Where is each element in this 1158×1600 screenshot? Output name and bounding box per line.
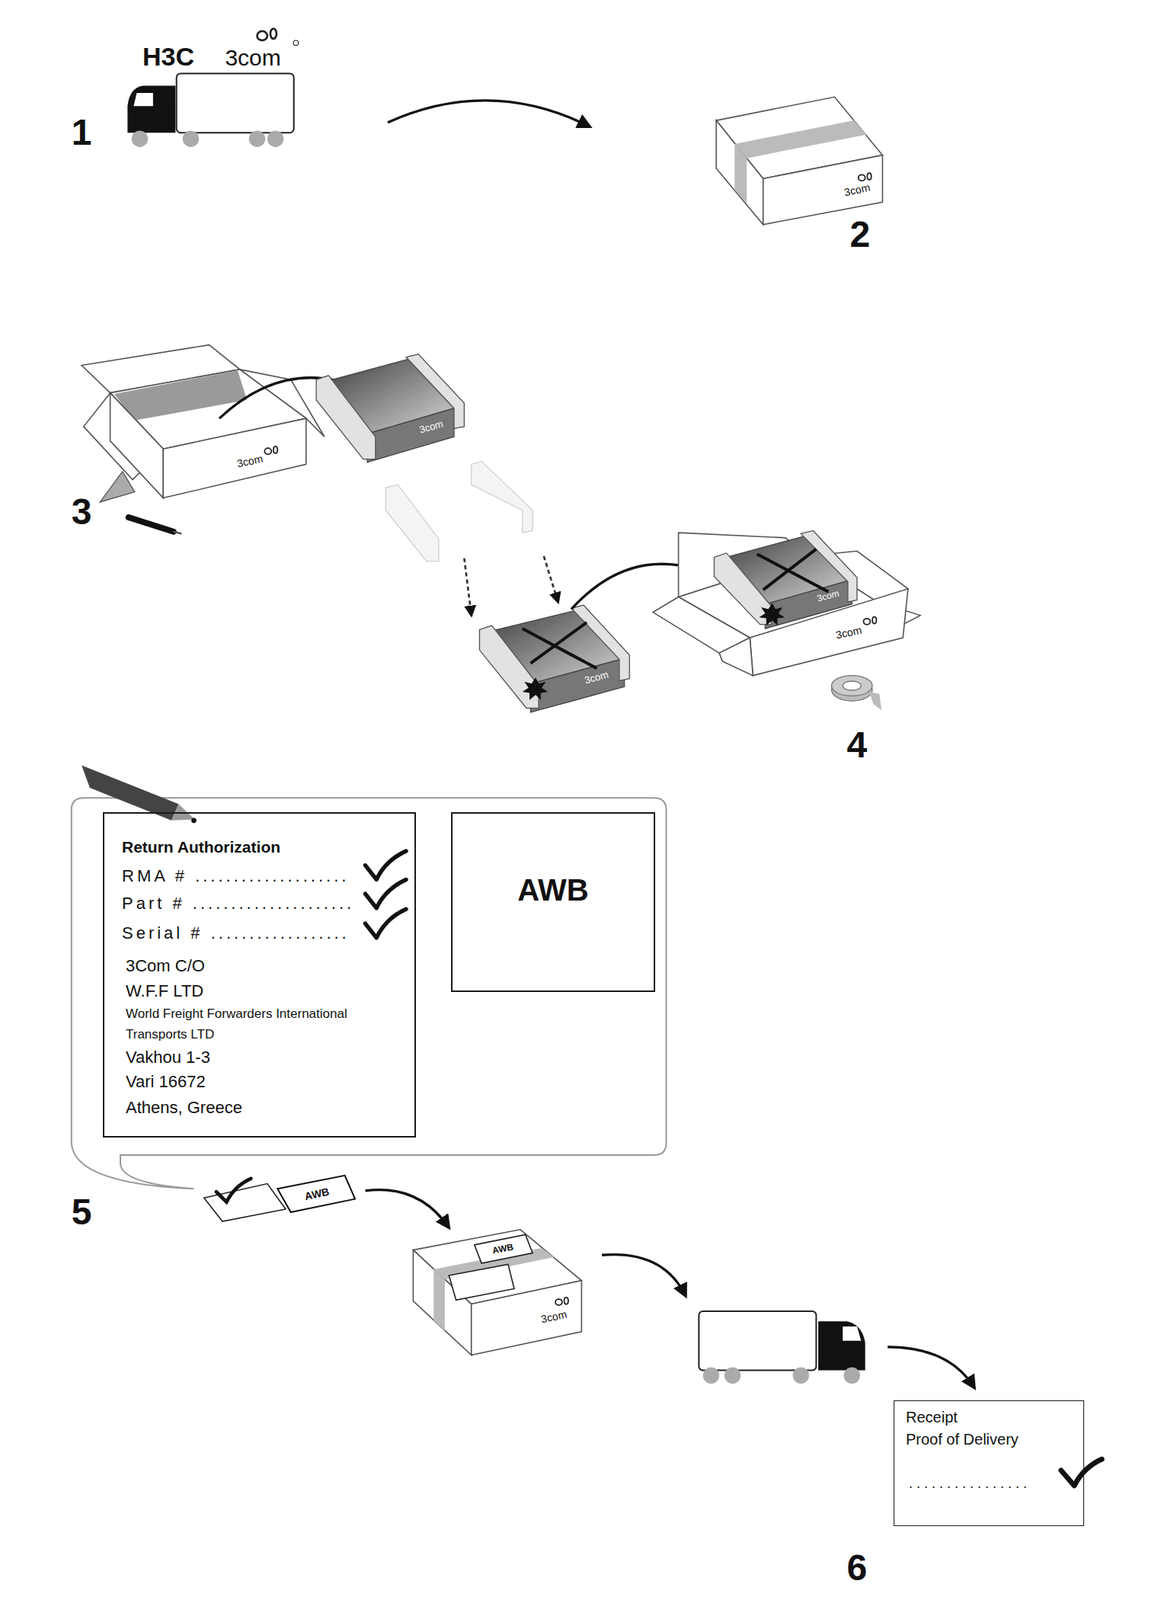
form-heading: Return Authorization — [121, 837, 281, 857]
callout-number: 1 — [71, 114, 93, 151]
callout-number: 6 — [847, 1549, 868, 1587]
logo-text: 3com — [224, 46, 281, 70]
form-field: Part # ..................... — [121, 893, 355, 914]
address-line: 3Com C/O — [125, 956, 205, 976]
address-line: Athens, Greece — [125, 1097, 243, 1118]
receipt-box: ReceiptProof of Delivery................ — [893, 1400, 1085, 1526]
form-field: RMA # .................... — [121, 866, 349, 887]
address-line: Vakhou 1-3 — [125, 1047, 211, 1068]
callout-number: 3 — [71, 493, 93, 531]
awb-label: AWB — [452, 871, 654, 909]
form-field: Serial # .................. — [121, 923, 350, 944]
address-line: W.F.F LTD — [125, 981, 204, 1002]
form-box: Return AuthorizationRMA # ..............… — [102, 812, 416, 1138]
receipt-title: Receipt — [905, 1407, 958, 1427]
callout-number: 2 — [850, 216, 871, 253]
callout-number: 5 — [71, 1193, 93, 1231]
logo-text: H3C — [142, 43, 195, 70]
awb-box: AWB — [451, 812, 656, 992]
receipt-title: Proof of Delivery — [905, 1429, 1019, 1449]
address-line: Vari 16672 — [125, 1071, 206, 1092]
signature-line: ................ — [908, 1475, 1031, 1493]
callout-number: 4 — [847, 726, 868, 764]
address-line: World Freight Forwarders International T… — [125, 1003, 404, 1045]
